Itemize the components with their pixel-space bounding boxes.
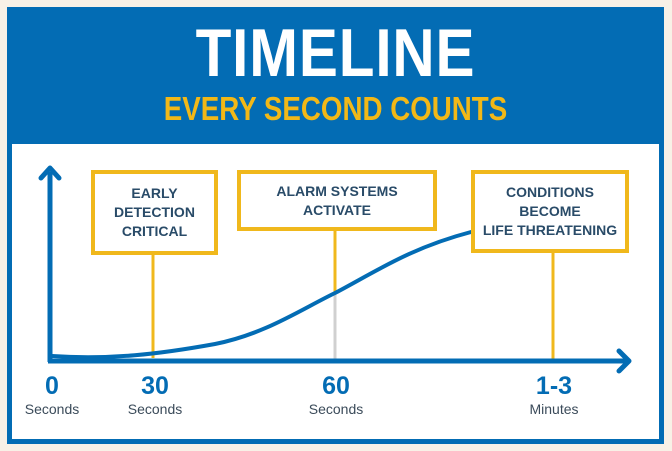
x-axis-arrow-icon xyxy=(616,348,632,374)
tick-value: 0 xyxy=(45,372,59,400)
tick-unit: Seconds xyxy=(24,401,80,417)
callout-alarm-systems: ALARM SYSTEMS ACTIVATE xyxy=(237,170,437,231)
tick-unit: Seconds xyxy=(308,401,364,417)
callout-early-detection: EARLY DETECTION CRITICAL xyxy=(91,170,218,255)
callout-life-threatening: CONDITIONS BECOME LIFE THREATENING xyxy=(471,170,629,253)
page-subtitle: EVERY SECOND COUNTS xyxy=(163,90,508,127)
page-title: TIMELINE xyxy=(195,15,476,91)
callout-label: ALARM SYSTEMS ACTIVATE xyxy=(276,182,398,218)
tick-30-seconds: 30 Seconds xyxy=(100,372,210,418)
callout-label: CONDITIONS BECOME LIFE THREATENING xyxy=(482,184,618,238)
tick-1-3-minutes: 1-3 Minutes xyxy=(499,372,609,418)
callout-label: EARLY DETECTION CRITICAL xyxy=(114,185,195,239)
tick-value: 30 xyxy=(141,372,169,400)
tick-value: 60 xyxy=(322,372,350,400)
tick-unit: Minutes xyxy=(529,401,579,417)
tick-0-seconds: 0 Seconds xyxy=(0,372,107,418)
tick-unit: Seconds xyxy=(127,401,183,417)
y-axis-arrow-icon xyxy=(38,165,62,181)
danger-curve xyxy=(50,230,473,360)
tick-60-seconds: 60 Seconds xyxy=(281,372,391,418)
header-banner: TIMELINE EVERY SECOND COUNTS xyxy=(7,7,664,144)
tick-value: 1-3 xyxy=(535,372,573,400)
